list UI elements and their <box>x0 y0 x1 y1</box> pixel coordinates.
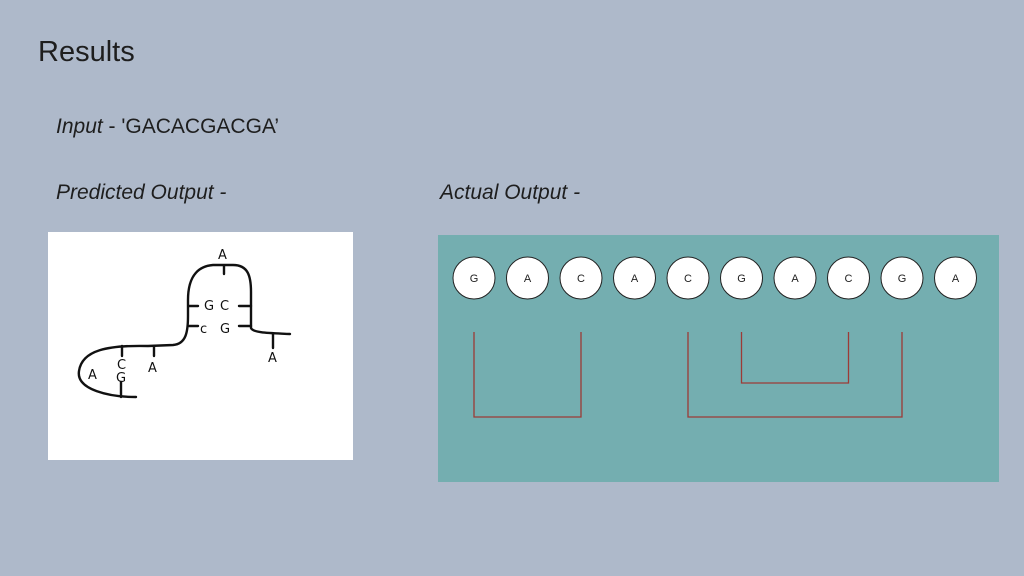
nucleotide-label: A <box>952 273 960 285</box>
sketch-letter-a3: A <box>218 248 227 263</box>
input-line: Input - 'GACACGACGA’ <box>56 115 279 139</box>
nucleotide-label: A <box>524 273 532 285</box>
pair-bracket <box>473 332 582 418</box>
input-sequence: - 'GACACGACGA’ <box>102 115 280 138</box>
actual-output-label: Actual Output - <box>440 181 581 204</box>
nucleotide-node <box>613 256 656 300</box>
nucleotide-node <box>773 256 817 300</box>
nucleotide-label: C <box>577 273 585 285</box>
sketch-letter-a1: A <box>88 368 97 383</box>
nucleotide-node <box>934 256 977 300</box>
sketch-letter-a4: A <box>268 351 277 366</box>
sketch-letter-g3: G <box>204 299 214 314</box>
pair-bracket <box>740 332 850 384</box>
nucleotide-node <box>720 256 763 300</box>
nucleotide-label: G <box>470 273 479 285</box>
slide-title: Results <box>38 36 135 68</box>
nucleotide-node <box>827 256 870 300</box>
input-label: Input <box>56 115 103 138</box>
nucleotide-node <box>666 256 710 300</box>
nucleotide-node <box>452 256 496 300</box>
nucleotide-label: A <box>791 273 799 285</box>
sketch-letter-c1: C <box>117 358 126 373</box>
nucleotide-label: G <box>737 273 746 285</box>
predicted-structure-panel: A G C c G A A C G A <box>48 232 353 460</box>
pair-bracket <box>687 332 903 418</box>
nucleotide-node <box>559 256 603 300</box>
nucleotide-label: C <box>845 273 853 285</box>
sketch-letter-c2: c <box>200 322 207 337</box>
sketch-letter-a2: A <box>148 361 157 376</box>
predicted-structure-sketch: A G C c G A A C G A <box>77 248 292 399</box>
sketch-letter-c3: C <box>220 299 229 314</box>
nucleotide-node <box>880 256 924 300</box>
nucleotide-label: C <box>684 273 692 285</box>
nucleotide-node <box>506 256 549 300</box>
nucleotide-label: G <box>898 273 907 285</box>
sketch-letter-g1: G <box>116 371 126 386</box>
sketch-letter-g2: G <box>220 322 230 337</box>
nucleotide-label: A <box>631 273 639 285</box>
predicted-output-label: Predicted Output - <box>56 181 227 204</box>
